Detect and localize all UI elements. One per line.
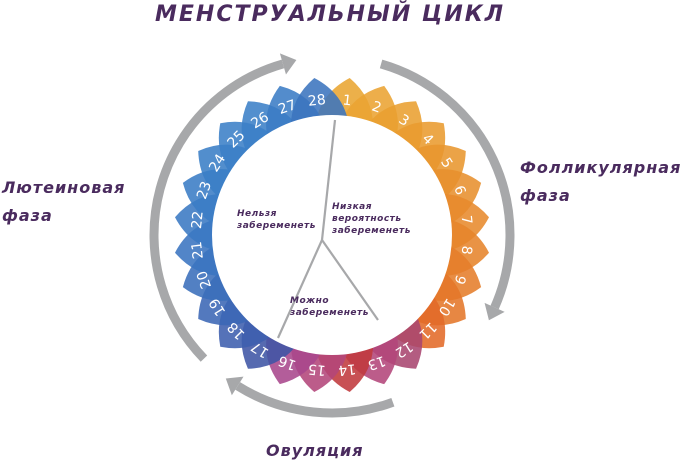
zone-low-line-3: забеременеть <box>331 225 411 236</box>
zone-low-line-1: Низкая <box>332 202 372 212</box>
zone-labels: Нельзя забеременеть Низкая вероятность з… <box>236 202 411 318</box>
day-label-14: 14 <box>337 360 357 378</box>
center-circle <box>212 115 452 355</box>
day-label-15: 15 <box>307 360 327 378</box>
luteal-phase-line-2: фаза <box>2 206 53 225</box>
follicular-phase-label: Фолликулярная фаза <box>520 154 681 210</box>
follicular-arrow-head <box>484 302 505 321</box>
zone-divider-3 <box>321 239 379 321</box>
day-label-7: 7 <box>458 215 475 226</box>
day-label-16: 16 <box>276 352 298 373</box>
zone-unsafe-line-2: забеременеть <box>236 220 316 231</box>
luteal-phase-label: Лютеиновая фаза <box>2 174 125 230</box>
day-label-20: 20 <box>194 269 215 291</box>
day-label-8: 8 <box>458 245 475 256</box>
zone-low-line-2: вероятность <box>332 214 402 224</box>
follicular-phase-line-1: Фолликулярная <box>520 158 682 177</box>
zone-divider-1 <box>320 119 337 241</box>
day-label-22: 22 <box>189 210 207 230</box>
luteal-arrow-head <box>279 53 297 75</box>
zone-possible-line-2: забеременеть <box>289 307 369 318</box>
zone-divider-2 <box>276 239 324 339</box>
day-label-23: 23 <box>194 179 215 201</box>
zone-unsafe-line-1: Нельзя <box>237 209 277 219</box>
luteal-phase-line-1: Лютеиновая <box>2 178 126 197</box>
phase-arrows <box>149 53 515 418</box>
luteal-arrow <box>149 59 285 362</box>
zone-possible-line-1: Можно <box>290 296 329 306</box>
ovulation-arrow <box>235 382 395 418</box>
day-label-13: 13 <box>366 352 388 373</box>
zone-dividers <box>276 119 379 339</box>
diagram-title: МЕНСТРУАЛЬНЫЙ ЦИКЛ <box>155 2 505 27</box>
follicular-phase-line-2: фаза <box>520 186 571 205</box>
day-label-27: 27 <box>276 97 298 118</box>
ovulation-label: Овуляция <box>266 441 364 460</box>
follicular-arrow <box>379 59 515 310</box>
ovulation-arrow-head <box>225 376 244 396</box>
day-label-21: 21 <box>189 240 207 260</box>
day-label-1: 1 <box>342 92 353 109</box>
day-label-28: 28 <box>307 92 327 110</box>
